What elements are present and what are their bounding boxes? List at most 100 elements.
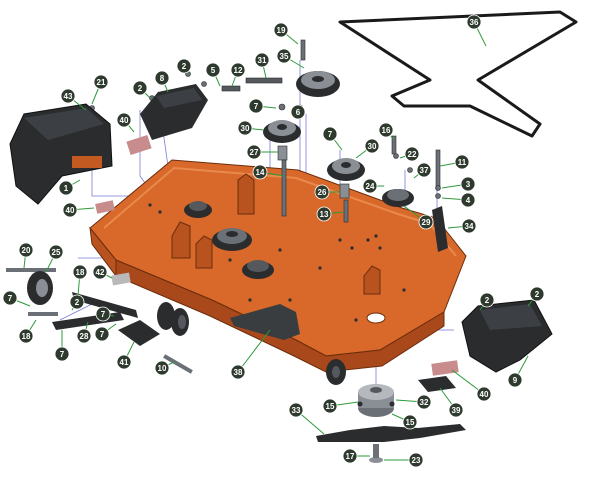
- bolt-14: [281, 159, 287, 217]
- callout-5: 5: [205, 62, 221, 78]
- front-rollers: [157, 302, 189, 336]
- callout-7: 7: [248, 98, 264, 114]
- callout-number: 6: [296, 108, 301, 117]
- callout-24: 24: [362, 178, 378, 194]
- callout-circle: [48, 244, 64, 260]
- bolt-10: [163, 354, 193, 374]
- callout-number: 30: [241, 124, 250, 133]
- callout-circle: [322, 398, 338, 414]
- callout-number: 1: [64, 184, 69, 193]
- blade-bolt-17-23: [369, 444, 383, 463]
- callout-circle: [237, 120, 253, 136]
- callout-circle: [60, 88, 76, 104]
- chute-bracket-1: [72, 156, 102, 168]
- callout-43: 43: [60, 88, 76, 104]
- callout-32: 32: [416, 394, 432, 410]
- bolt-13: [343, 199, 349, 223]
- spacer-26: [339, 183, 350, 199]
- mower-deck: [89, 159, 467, 385]
- callout-circle: [92, 264, 108, 280]
- callout-circle: [322, 126, 338, 142]
- decal-40-right: [431, 360, 459, 376]
- callout-33: 33: [288, 402, 304, 418]
- bolt-11: [435, 149, 441, 187]
- callout-circle: [408, 452, 424, 468]
- callout-35: 35: [276, 48, 292, 64]
- callout-2: 2: [132, 80, 148, 96]
- callout-number: 7: [100, 330, 105, 339]
- callout-25: 25: [48, 244, 64, 260]
- callout-4: 4: [460, 192, 476, 208]
- callout-42: 42: [92, 264, 108, 280]
- callout-number: 38: [234, 368, 243, 377]
- deck-front-skirt: [115, 259, 445, 373]
- callout-40: 40: [62, 202, 78, 218]
- callout-14: 14: [252, 164, 268, 180]
- callout-8: 8: [154, 70, 170, 86]
- front-roller-arm: [230, 304, 300, 340]
- decal-40-top: [126, 134, 152, 156]
- callout-circle: [448, 402, 464, 418]
- callout-7: 7: [95, 306, 111, 322]
- hardware: [89, 39, 441, 223]
- callout-number: 21: [97, 78, 106, 87]
- callout-circle: [132, 80, 148, 96]
- callout-number: 29: [422, 218, 431, 227]
- spring-12: [221, 85, 241, 92]
- callout-39: 39: [448, 402, 464, 418]
- callout-number: 30: [368, 142, 377, 151]
- deck-pulley-left: [184, 201, 212, 218]
- callout-31: 31: [254, 52, 270, 68]
- callout-circle: [479, 292, 495, 308]
- callout-number: 25: [52, 248, 61, 257]
- callout-circle: [461, 218, 477, 234]
- callout-15: 15: [322, 398, 338, 414]
- callout-number: 4: [466, 196, 471, 205]
- callout-21: 21: [93, 74, 109, 90]
- discharge-chute-right: [461, 299, 553, 373]
- callout-10: 10: [154, 360, 170, 376]
- deflector-8: [140, 84, 208, 140]
- callout-number: 8: [160, 74, 165, 83]
- decal-42: [111, 272, 131, 286]
- callout-20: 20: [18, 242, 34, 258]
- callout-circle: [460, 192, 476, 208]
- bolt-16: [391, 135, 397, 155]
- callout-number: 12: [234, 66, 243, 75]
- callout-circle: [362, 178, 378, 194]
- callout-2: 2: [479, 292, 495, 308]
- callout-18: 18: [18, 328, 34, 344]
- callout-circle: [364, 138, 380, 154]
- callout-18: 18: [72, 264, 88, 280]
- idler-pulley-29: [382, 189, 414, 207]
- deck-bracket-mid: [195, 235, 213, 269]
- callout-circle: [18, 328, 34, 344]
- drive-belt: [338, 10, 578, 138]
- callout-number: 18: [76, 268, 85, 277]
- discharge-chute-left: [9, 103, 113, 205]
- callout-number: 40: [480, 390, 489, 399]
- callout-circle: [416, 162, 432, 178]
- callout-3: 3: [460, 176, 476, 192]
- callout-circle: [254, 52, 270, 68]
- deck-holes: [148, 203, 406, 322]
- callout-circle: [460, 176, 476, 192]
- callout-number: 17: [346, 452, 355, 461]
- callout-9: 9: [507, 372, 523, 388]
- callout-number: 7: [328, 130, 333, 139]
- callout-number: 36: [470, 18, 479, 27]
- callout-circle: [316, 206, 332, 222]
- callout-number: 18: [22, 332, 31, 341]
- plate-39: [418, 376, 456, 392]
- callout-circle: [176, 58, 192, 74]
- front-wheel-right: [326, 359, 346, 385]
- callout-30: 30: [364, 138, 380, 154]
- callout-number: 2: [182, 62, 187, 71]
- callout-15: 15: [402, 414, 418, 430]
- callout-number: 43: [64, 92, 73, 101]
- callout-number: 40: [66, 206, 75, 215]
- callout-circle: [404, 146, 420, 162]
- callout-circle: [378, 122, 394, 138]
